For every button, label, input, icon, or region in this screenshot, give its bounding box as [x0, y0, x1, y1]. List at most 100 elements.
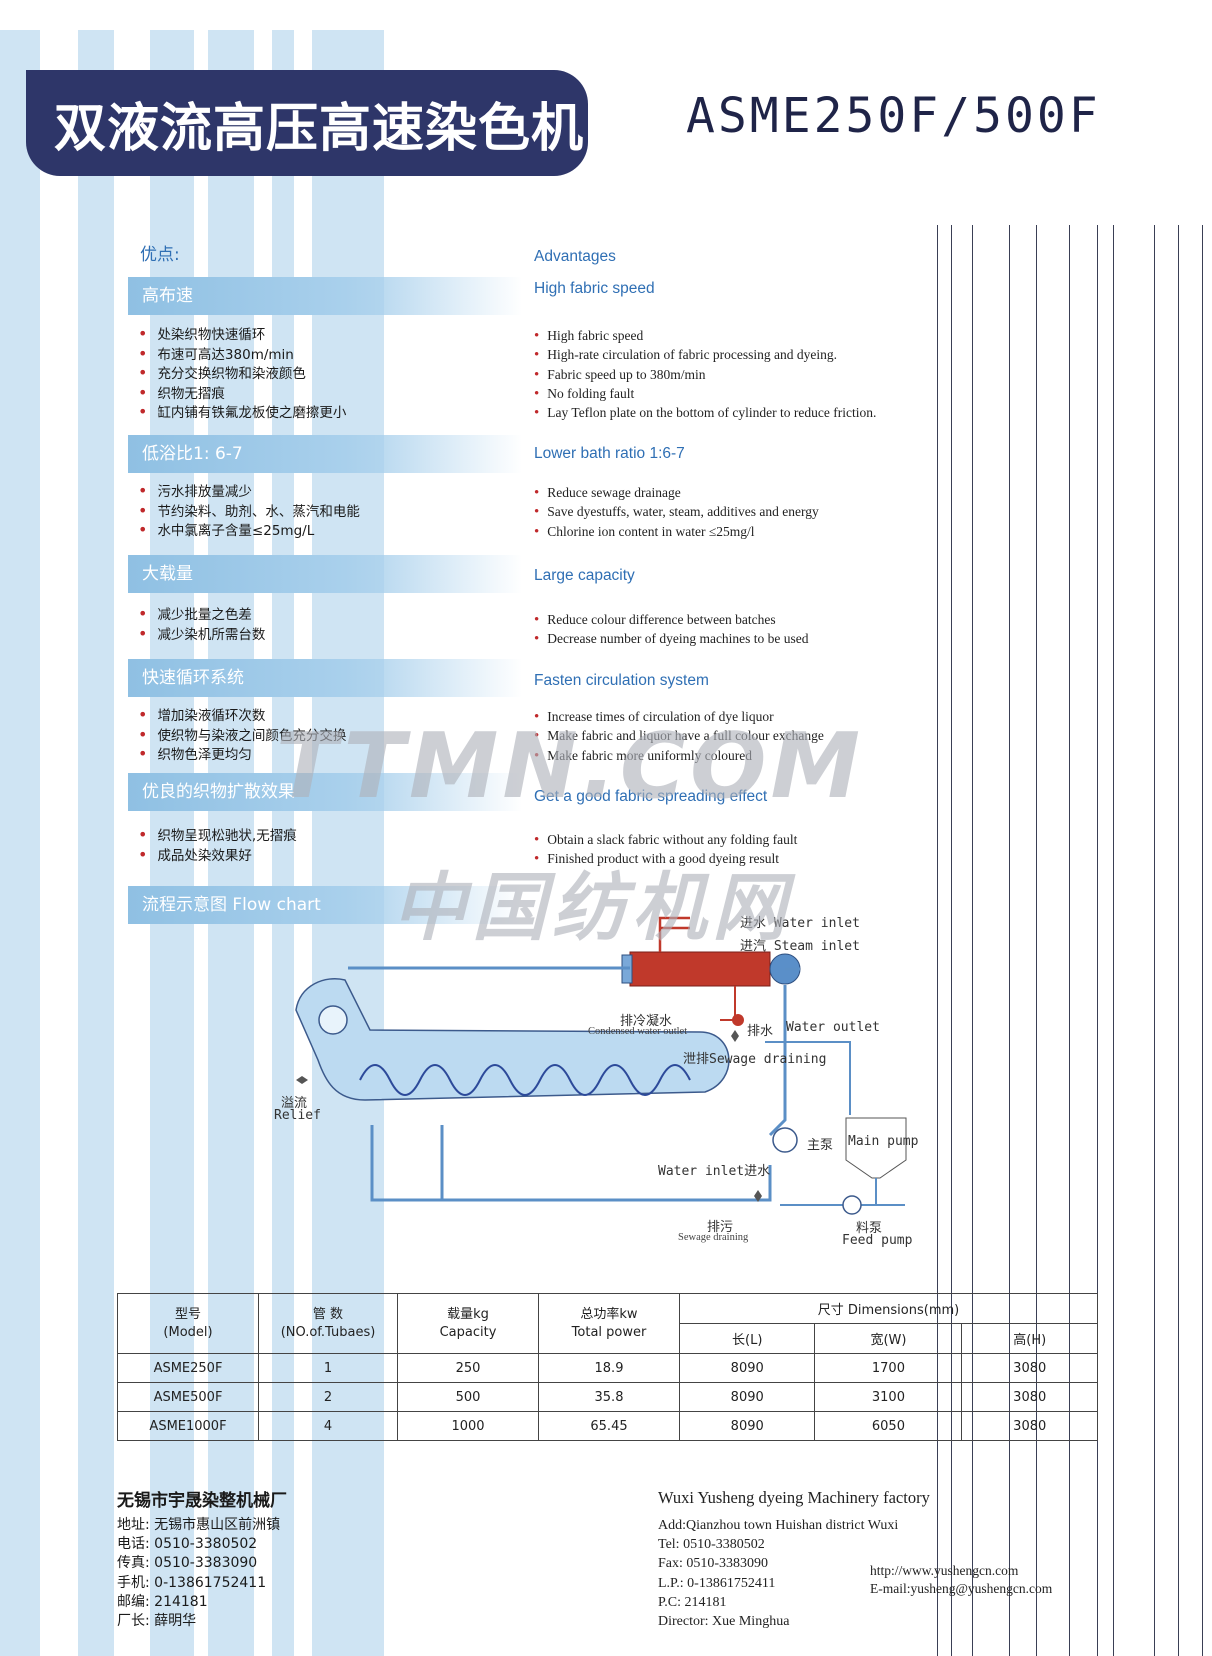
contact-line: L.P.: 0-13861752411 — [658, 1575, 776, 1591]
list-item: 充分交换织物和染液颜色 — [138, 363, 346, 383]
valve-icon — [754, 1190, 762, 1202]
contact-line: 地址: 无锡市惠山区前洲镇 — [117, 1517, 281, 1533]
label-steam-inlet: 进汽 Steam inlet — [740, 939, 860, 954]
label-feed-pump-cn: 料泵 — [856, 1221, 883, 1236]
feed-pipe — [780, 1178, 905, 1206]
contact-line: 邮编: 214181 — [117, 1593, 208, 1610]
list-item: Reduce colour difference between batches — [534, 610, 809, 629]
table-header: 总功率kw Total power — [538, 1293, 680, 1354]
feature-list-cn: 增加染液循环次数 使织物与染液之间颜色充分交换 织物色泽更均匀 — [138, 705, 346, 764]
fabric-wave — [359, 1064, 691, 1096]
section-heading-en: Get a good fabric spreading effect — [534, 788, 768, 805]
label-sewage-bottom-cn: 排污 — [707, 1220, 734, 1235]
nozzle-circle — [318, 1005, 348, 1035]
list-item: 缸内铺有铁氟龙板使之磨擦更小 — [138, 402, 346, 422]
contact-line: 厂长: 薛明华 — [117, 1613, 197, 1630]
label-condensed-en: Condensed water outlet — [588, 1026, 688, 1037]
model-number: ASME250F/500F — [686, 88, 1101, 144]
section-heading-cn: 大载量 — [128, 555, 522, 593]
feature-list-cn: 织物呈现松驰状,无摺痕 成品处染效果好 — [138, 825, 297, 865]
contact-line: P.C: 214181 — [658, 1594, 727, 1610]
list-item: Chlorine ion content in water ≤25mg/l — [534, 522, 819, 541]
label-feed-pump-en: Feed pump — [842, 1233, 913, 1248]
label-water-inlet-bottom: Water inlet进水 — [658, 1164, 771, 1179]
feature-list-en: Increase times of circulation of dye liq… — [534, 707, 824, 765]
water-outlet-pipe — [765, 1041, 851, 1115]
page-title: 双液流高压高速染色机 — [54, 99, 585, 159]
main-pump-icon — [772, 1127, 798, 1153]
machine-vessel — [295, 978, 730, 1101]
list-item: Make fabric more uniformly coloured — [534, 746, 824, 765]
web-contact: http://www.yushengcn.com E-mail:yusheng@… — [870, 1562, 1052, 1598]
contact-line: 手机: 0-13861752411 — [117, 1574, 267, 1591]
section-heading-en: High fabric speed — [534, 280, 655, 297]
additive-tank — [845, 1117, 907, 1179]
section-heading-cn: 低浴比1: 6-7 — [128, 435, 522, 473]
background-stripe — [0, 30, 40, 1656]
list-item: 增加染液循环次数 — [138, 705, 346, 725]
list-item: Finished product with a good dyeing resu… — [534, 849, 797, 868]
list-item: 减少批量之色差 — [138, 604, 265, 624]
company-name-cn: 无锡市宇晟染整机械厂 — [117, 1491, 287, 1511]
feature-list-en: Reduce colour difference between batches… — [534, 610, 809, 649]
table-header: 高(H) — [961, 1323, 1098, 1354]
company-name-en: Wuxi Yusheng dyeing Machinery factory — [658, 1488, 930, 1507]
email-link[interactable]: E-mail:yusheng@yushengcn.com — [870, 1581, 1053, 1596]
list-item: Save dyestuffs, water, steam, additives … — [534, 502, 819, 521]
list-item: 成品处染效果好 — [138, 845, 297, 865]
title-banner — [26, 70, 588, 176]
feature-list-en: Reduce sewage drainage Save dyestuffs, w… — [534, 483, 819, 541]
label-relief-en: Relief — [274, 1108, 321, 1123]
feature-list-cn: 减少批量之色差 减少染机所需台数 — [138, 604, 265, 643]
label-drain-cn: 排水 — [747, 1024, 774, 1039]
watermark-line2: 中国纺机网 — [392, 865, 792, 951]
trap-icon — [732, 1014, 744, 1026]
table-row: ASME500F 2 500 35.8 8090 3100 3080 — [117, 1382, 1098, 1412]
table-header: 管 数 (NO.of.Tubaes) — [258, 1293, 398, 1354]
list-item: High fabric speed — [534, 326, 876, 345]
label-water-inlet-top: 进水 Water inlet — [740, 916, 860, 931]
section-heading-en: Lower bath ratio 1:6-7 — [534, 445, 685, 462]
section-heading-cn: 高布速 — [128, 277, 522, 315]
list-item: Lay Teflon plate on the bottom of cylind… — [534, 403, 876, 422]
contact-line: Fax: 0510-3383090 — [658, 1556, 769, 1572]
contact-line: 电话: 0510-3380502 — [117, 1536, 258, 1553]
label-sewage-top: 泄排Sewage draining — [683, 1052, 827, 1067]
background-stripe — [78, 30, 114, 1656]
contact-line: Add:Qianzhou town Huishan district Wuxi — [658, 1518, 899, 1533]
list-item: 织物色泽更均匀 — [138, 744, 346, 764]
table-header: 载量kg Capacity — [397, 1293, 539, 1354]
heat-exchanger — [629, 951, 771, 987]
contact-line: Director: Xue Minghua — [658, 1614, 790, 1630]
section-heading-cn: 优良的织物扩散效果 — [128, 773, 522, 811]
label-main-pump-en: Main pump — [848, 1134, 919, 1149]
label-relief-cn: 溢流 — [281, 1096, 308, 1111]
flow-chart-heading: 流程示意图 Flow chart — [128, 886, 522, 924]
list-item: 使织物与染液之间颜色充分交换 — [138, 725, 346, 745]
list-item: 处染织物快速循环 — [138, 324, 346, 344]
label-sewage-bottom-en: Sewage draining — [678, 1232, 749, 1243]
watermark-line1: TTMN.COM — [276, 714, 865, 819]
list-item: 污水排放量减少 — [138, 481, 360, 501]
list-item: 水中氯离子含量≤25mg/L — [138, 520, 360, 540]
list-item: 布速可高达380m/min — [138, 344, 346, 364]
label-condensed-cn: 排冷凝水 — [620, 1014, 673, 1029]
list-item: High-rate circulation of fabric processi… — [534, 345, 876, 364]
advantages-label-en: Advantages — [534, 248, 616, 265]
list-item: Decrease number of dyeing machines to be… — [534, 629, 808, 648]
table-row: ASME250F 1 250 18.9 8090 1700 3080 — [117, 1353, 1098, 1383]
list-item: 减少染机所需台数 — [138, 624, 265, 644]
feature-list-en: High fabric speed High-rate circulation … — [534, 326, 876, 422]
table-row: ASME1000F 4 1000 65.45 8090 6050 3080 — [117, 1411, 1098, 1441]
contact-line: 传真: 0510-3383090 — [117, 1555, 258, 1572]
section-heading-cn: 快速循环系统 — [128, 659, 522, 697]
feature-list-en: Obtain a slack fabric without any foldin… — [534, 830, 797, 869]
feature-list-cn: 污水排放量减少 节约染料、助剂、水、蒸汽和电能 水中氯离子含量≤25mg/L — [138, 481, 360, 540]
website-link[interactable]: http://www.yushengcn.com — [870, 1563, 1019, 1578]
table-header: 长(L) — [678, 1323, 816, 1354]
list-item: Make fabric and liquor have a full colou… — [534, 726, 824, 745]
table-header: 尺寸 Dimensions(mm) — [679, 1293, 1098, 1324]
list-item: 织物呈现松驰状,无摺痕 — [138, 825, 296, 845]
condensate-pipe — [720, 986, 736, 1021]
